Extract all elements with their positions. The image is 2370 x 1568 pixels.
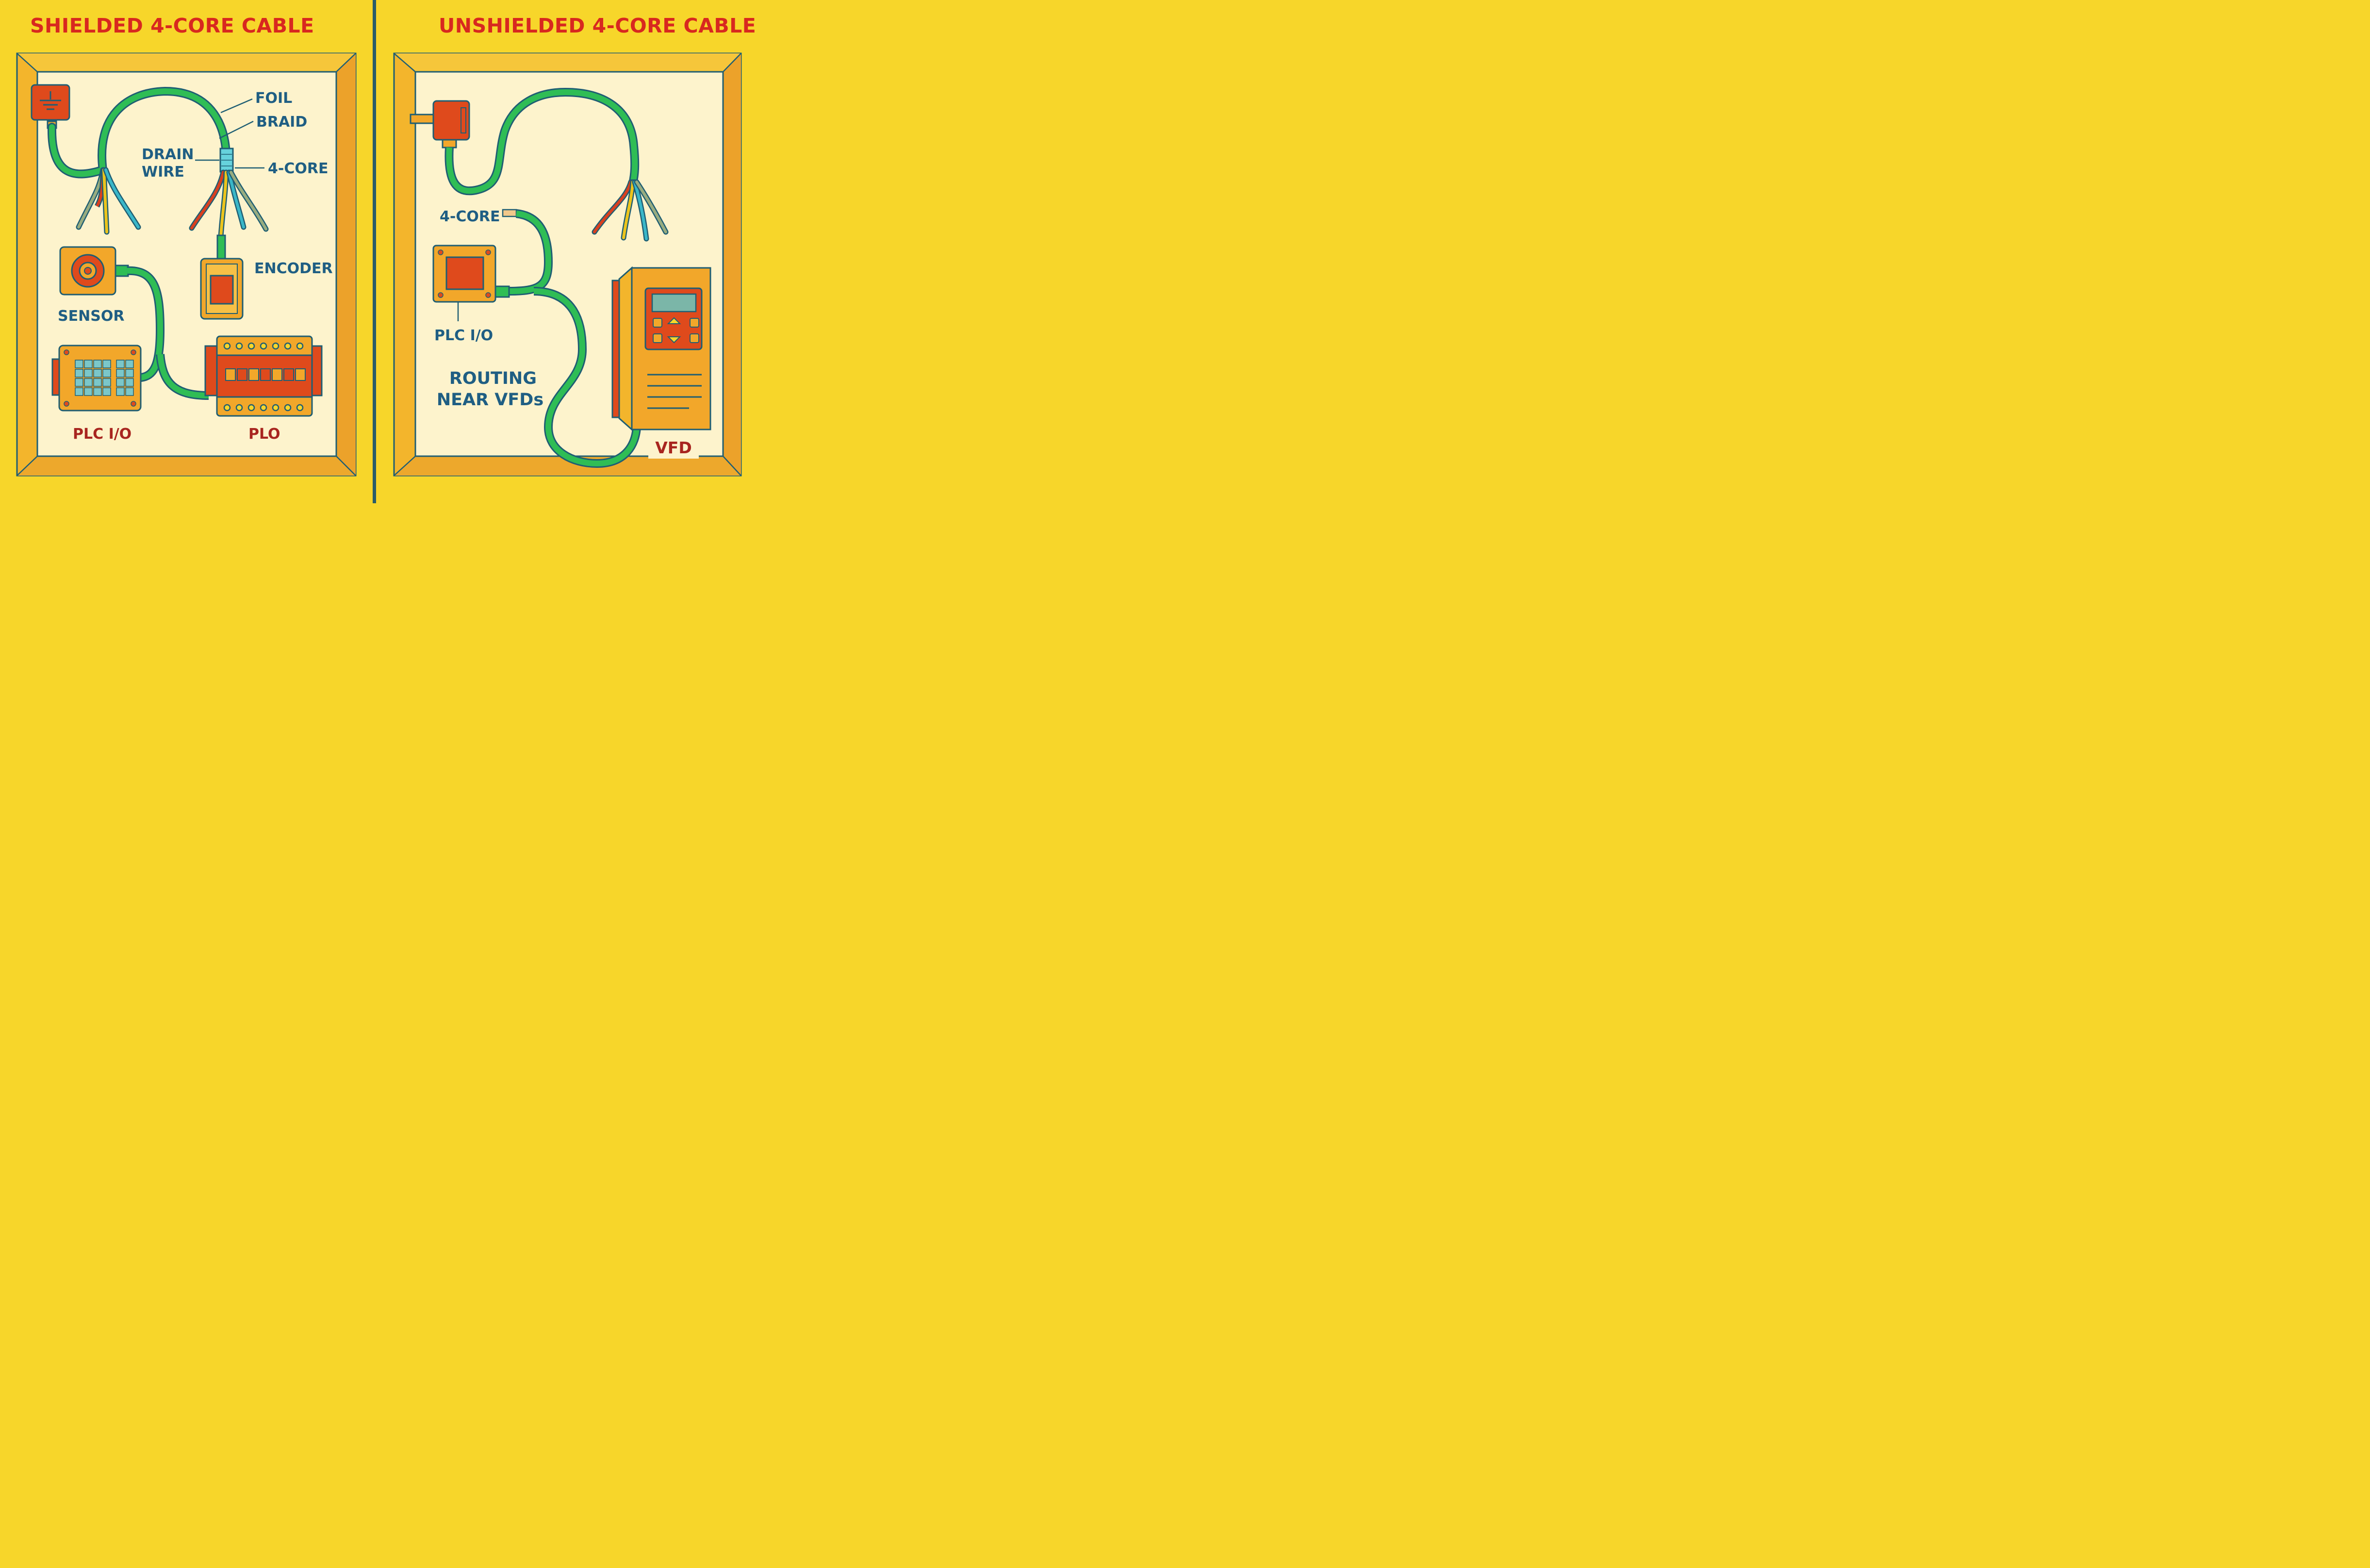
vfd-key [653,333,662,343]
plc-grid-cell [125,378,134,387]
vfd-icon [611,266,711,459]
plc-grid-cell [75,360,83,368]
plc-grid-cell [125,360,134,368]
drain-label-line2: WIRE [142,164,184,181]
right-four-core-label: 4-CORE [440,208,500,225]
unshielded-cable [444,87,640,196]
routing-label-line2: NEAR VFDs [437,390,543,410]
left-end-cores [76,167,141,235]
plc-icon [51,345,142,412]
plc-grid-cell [75,369,83,378]
terminal-slot [248,368,259,381]
terminal-screw [260,404,267,412]
drain-wire-label: DRAIN WIRE [142,146,199,181]
terminal-screw [247,342,255,350]
terminal-slot [225,368,236,381]
terminal-screw [235,342,243,350]
plc-grid-cell [102,387,111,396]
plc-grid-cell [116,378,125,387]
terminal-screw [284,404,292,412]
terminal-slot [237,368,247,381]
plc-grid-cell [125,387,134,396]
plc-grid-cell [84,387,93,396]
panel-divider [373,0,376,503]
right-plc-io-label: PLC I/O [434,327,493,344]
plc-grid-cell [93,378,102,387]
vfd-label: VFD [655,438,691,457]
terminal-screw [284,342,292,350]
plc-grid-cell [125,369,134,378]
plc-grid-cell [75,387,83,396]
right-title: UNSHIELDED 4-CORE CABLE [439,14,756,37]
plc-grid-cell [116,387,125,396]
terminal-screw [272,404,280,412]
terminal-screw [247,404,255,412]
plc-grid-cell [102,369,111,378]
target-icon [59,246,129,296]
sensor-label: SENSOR [58,308,124,325]
terminal-slot [260,368,271,381]
plc-grid-cell [84,360,93,368]
left-panel: SHIELDED 4-CORE CABLE [16,14,357,477]
four-core-label: 4-CORE [268,160,328,177]
unshielded-cores [592,179,669,242]
drain-label-line1: DRAIN [142,146,194,163]
connector-icon [410,100,470,149]
vfd-key [653,318,662,328]
terminal-slot [295,368,306,381]
routing-near-vfds-label: ROUTING NEAR VFDs [437,369,543,410]
terminal-screw [223,404,231,412]
plc-cable [127,266,209,400]
plc-grid-cell [116,369,125,378]
terminal-screw [272,342,280,350]
braid-label: BRAID [256,114,307,131]
plc-grid-cell [93,369,102,378]
vfd-key [690,333,699,343]
left-title: SHIELDED 4-CORE CABLE [30,14,314,37]
plc-grid-cell [102,378,111,387]
callout-lines [195,98,264,169]
diagram: SHIELDED 4-CORE CABLE [0,0,761,503]
terminal-screw [296,342,304,350]
vfd-key [690,318,699,328]
plo-label: PLO [248,426,280,443]
plc-grid-cell [102,360,111,368]
terminal-block-icon [204,335,323,417]
terminal-screw [235,404,243,412]
plc-io-label: PLC I/O [73,426,132,443]
encoder-label: ENCODER [254,260,333,277]
plc-grid-cell [84,369,93,378]
shielded-cable [47,86,230,179]
foil-label: FOIL [255,90,292,107]
routing-cable [502,209,641,468]
encoder-icon [200,234,244,320]
plc-grid-cell [75,378,83,387]
right-panel: UNSHIELDED 4-CORE CABLE [393,14,756,477]
terminal-screw [223,342,231,350]
plc-grid-cell [93,360,102,368]
terminal-slot [272,368,282,381]
routing-label-line1: ROUTING [449,369,537,388]
terminal-screw [260,342,267,350]
terminal-screw [296,404,304,412]
cable-shield-sleeve [219,148,234,173]
terminal-slot [283,368,294,381]
plc-grid-cell [84,378,93,387]
right-end-cores [189,169,269,240]
plc-grid-cell [93,387,102,396]
plc-io-module-icon [432,245,510,321]
plc-grid-cell [116,360,125,368]
